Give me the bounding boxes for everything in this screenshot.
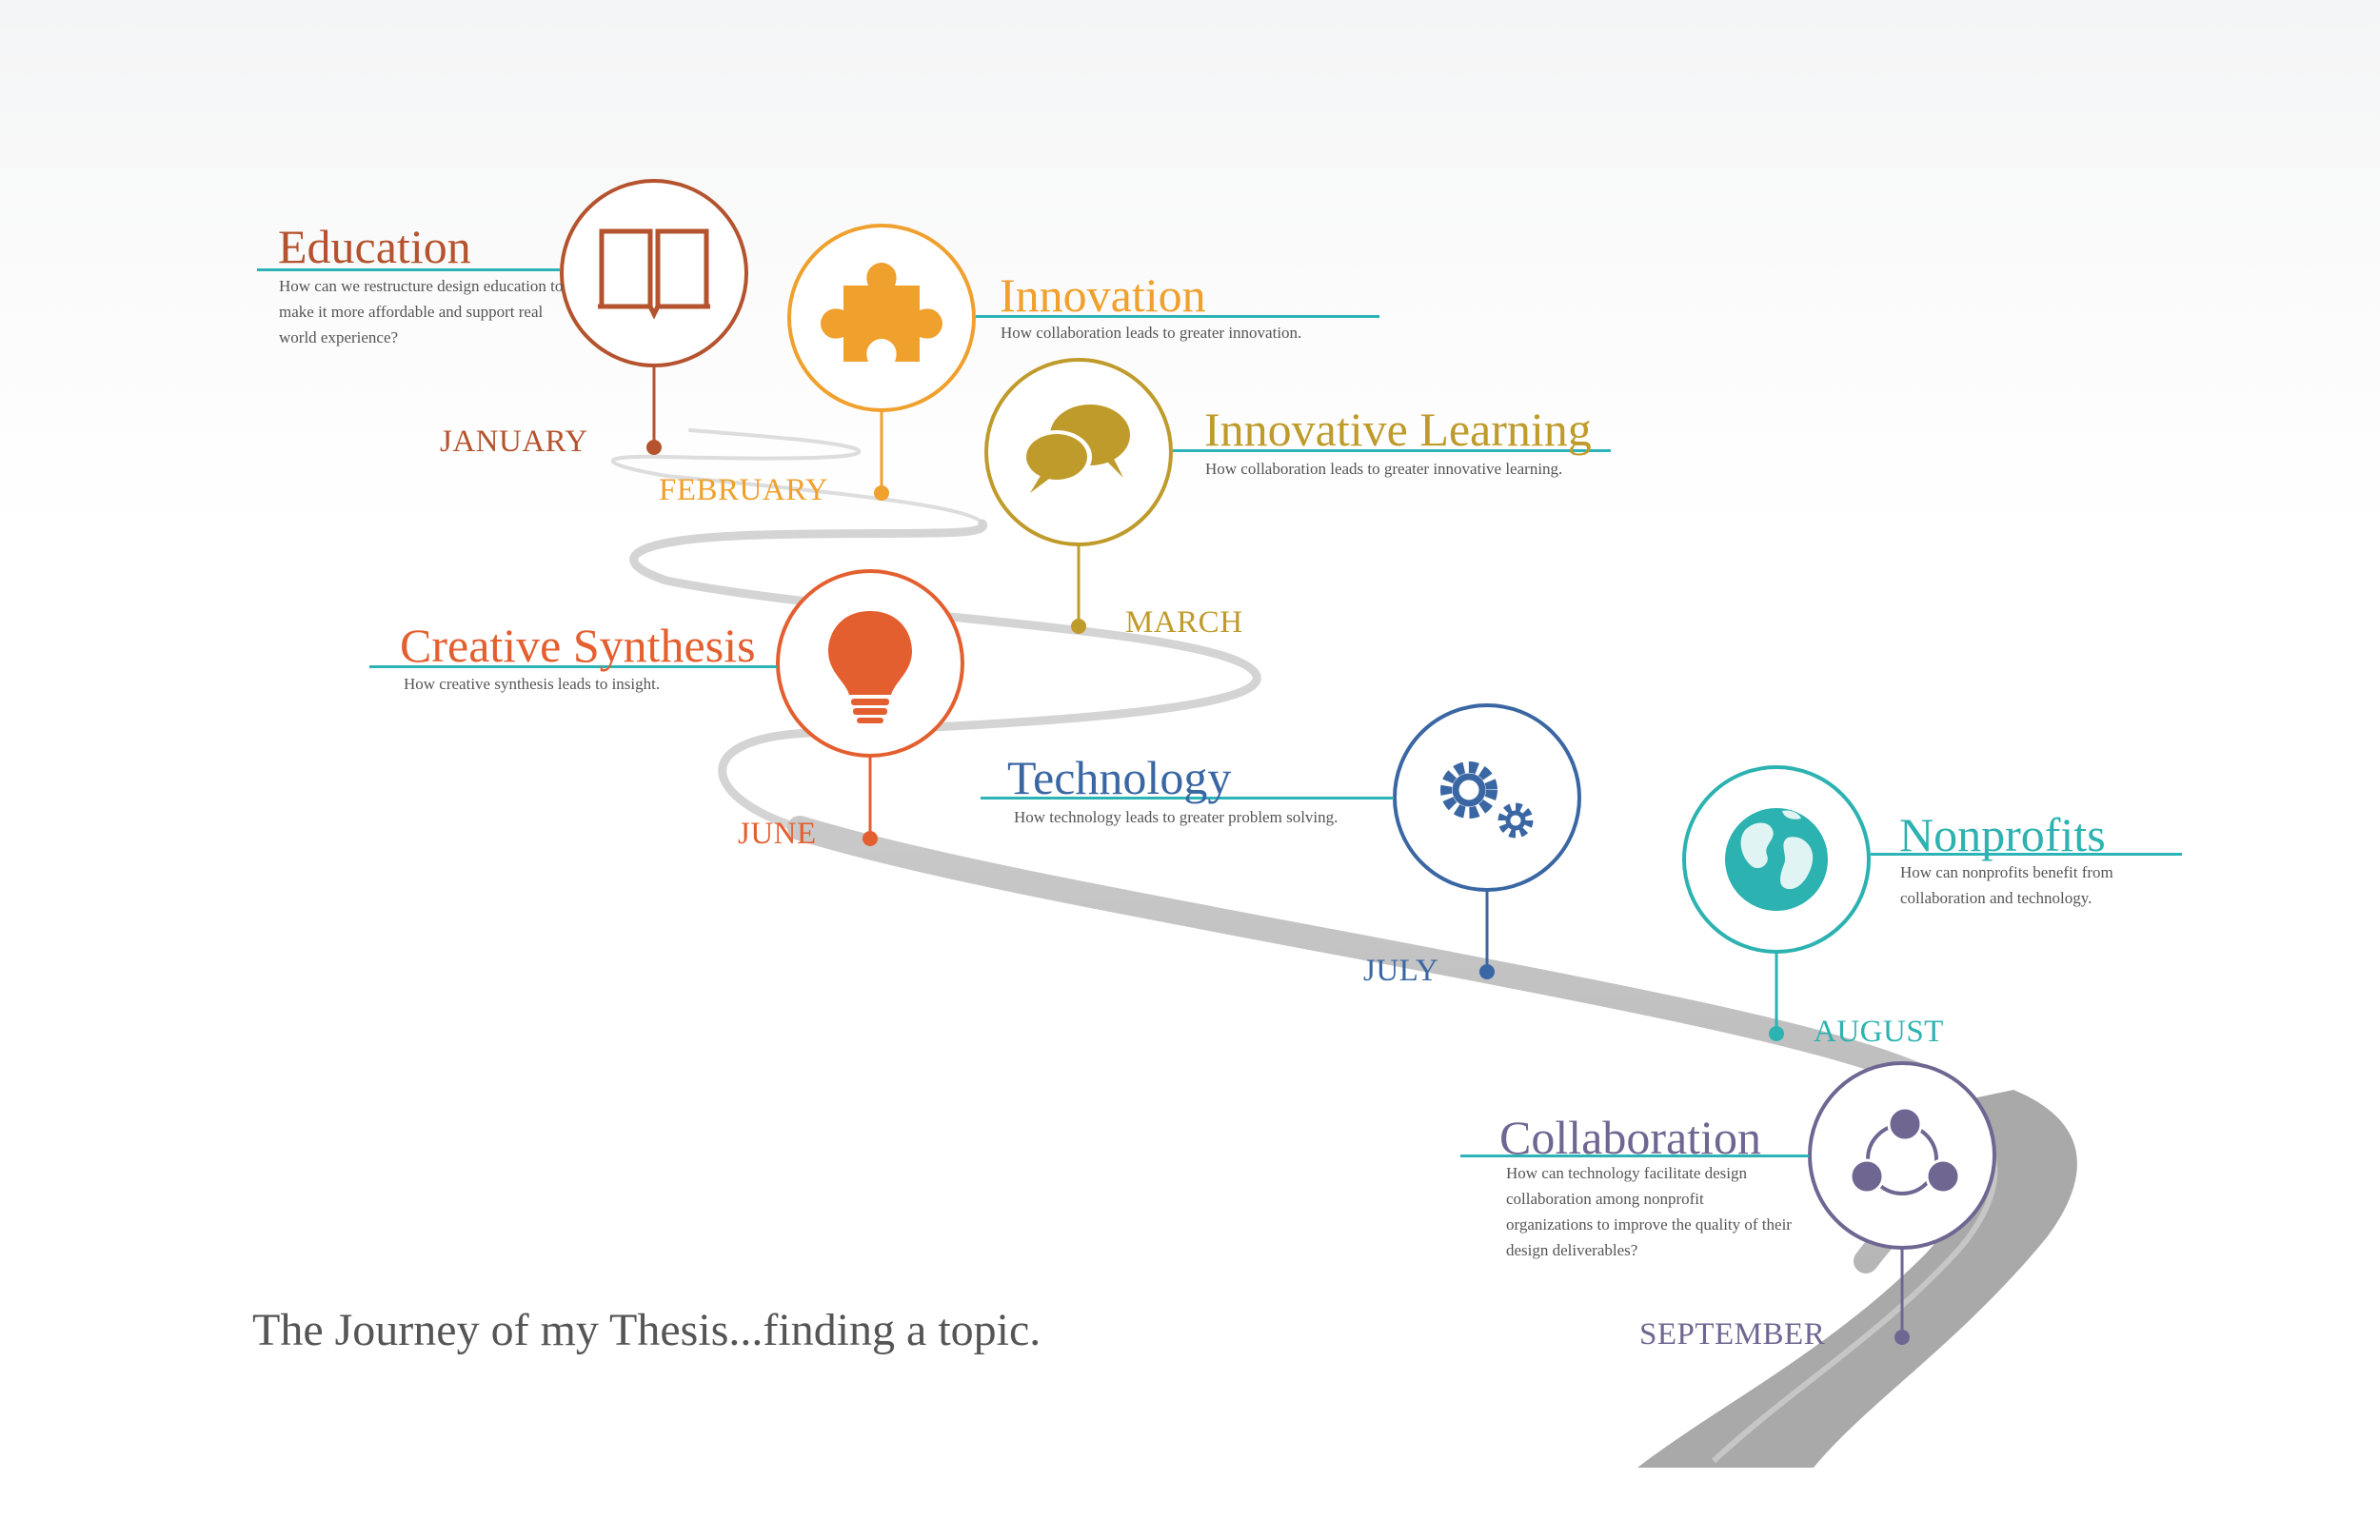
collaboration-month: SEPTEMBER: [1639, 1317, 1826, 1352]
technology-rule: [981, 797, 1394, 800]
collaboration-pin: [1894, 1330, 1910, 1345]
innovative-learning-desc: How collaboration leads to greater innov…: [1205, 460, 1563, 478]
nonprofits-desc: How can nonprofits benefit from collabor…: [1900, 863, 2113, 907]
technology-desc: How technology leads to greater problem …: [1014, 808, 1339, 826]
education-ring: [560, 179, 748, 367]
education-month: JANUARY: [440, 424, 588, 459]
technology-title: Technology: [1007, 751, 1232, 804]
milestone-creative-synthesis: [776, 569, 964, 846]
network-icon: [1849, 1106, 1961, 1195]
innovation-rule: [976, 315, 1379, 318]
innovation-month: FEBRUARY: [659, 473, 829, 507]
nonprofits-month: AUGUST: [1814, 1015, 1944, 1049]
innovative-learning-title: Innovative Learning: [1204, 403, 1592, 456]
globe-icon: [1725, 808, 1828, 911]
collaboration-title: Collaboration: [1499, 1111, 1761, 1164]
education-pin: [646, 440, 662, 455]
collaboration-rule: [1460, 1155, 1809, 1157]
education-title: Education: [278, 220, 471, 273]
creative-synthesis-title: Creative Synthesis: [400, 619, 756, 672]
gears-icon: [1440, 761, 1534, 839]
creative-synthesis-rule: [369, 665, 777, 668]
technology-ring: [1393, 703, 1581, 892]
innovative-learning-rule: [1173, 449, 1611, 452]
innovation-desc: How collaboration leads to greater innov…: [1001, 324, 1302, 342]
innovative-learning-month: MARCH: [1125, 605, 1243, 640]
milestone-innovative-learning: [984, 358, 1173, 634]
book-icon: [598, 228, 710, 320]
education-desc: How can we restructure design education …: [279, 277, 564, 346]
education-rule: [257, 268, 560, 271]
nonprofits-rule: [1871, 853, 2182, 856]
creative-synthesis-desc: How creative synthesis leads to insight.: [404, 675, 661, 693]
creative-synthesis-month: JUNE: [738, 817, 817, 851]
nonprofits-pin: [1769, 1026, 1784, 1041]
milestone-education: [560, 179, 748, 455]
road-far-segment: [610, 428, 984, 525]
technology-month: JULY: [1363, 954, 1439, 988]
puzzle-icon: [821, 263, 942, 362]
milestone-technology: [1393, 703, 1581, 979]
collaboration-ring: [1808, 1061, 1996, 1250]
milestone-collaboration: [1808, 1061, 1996, 1345]
chat-bubbles-icon: [1021, 405, 1130, 493]
diagram-caption: The Journey of my Thesis...finding a top…: [252, 1305, 1041, 1355]
technology-pin: [1479, 964, 1495, 979]
creative-synthesis-pin: [863, 831, 878, 846]
road-mid-segment: [629, 519, 1261, 833]
innovative-learning-pin: [1071, 619, 1086, 634]
innovation-pin: [874, 485, 889, 501]
milestone-nonprofits: [1682, 765, 1871, 1041]
milestone-innovation: [787, 224, 976, 501]
collaboration-desc: How can technology facilitate design col…: [1506, 1164, 1792, 1259]
lightbulb-icon: [828, 611, 912, 723]
nonprofits-title: Nonprofits: [1899, 808, 2106, 861]
innovation-title: Innovation: [1000, 268, 1206, 322]
